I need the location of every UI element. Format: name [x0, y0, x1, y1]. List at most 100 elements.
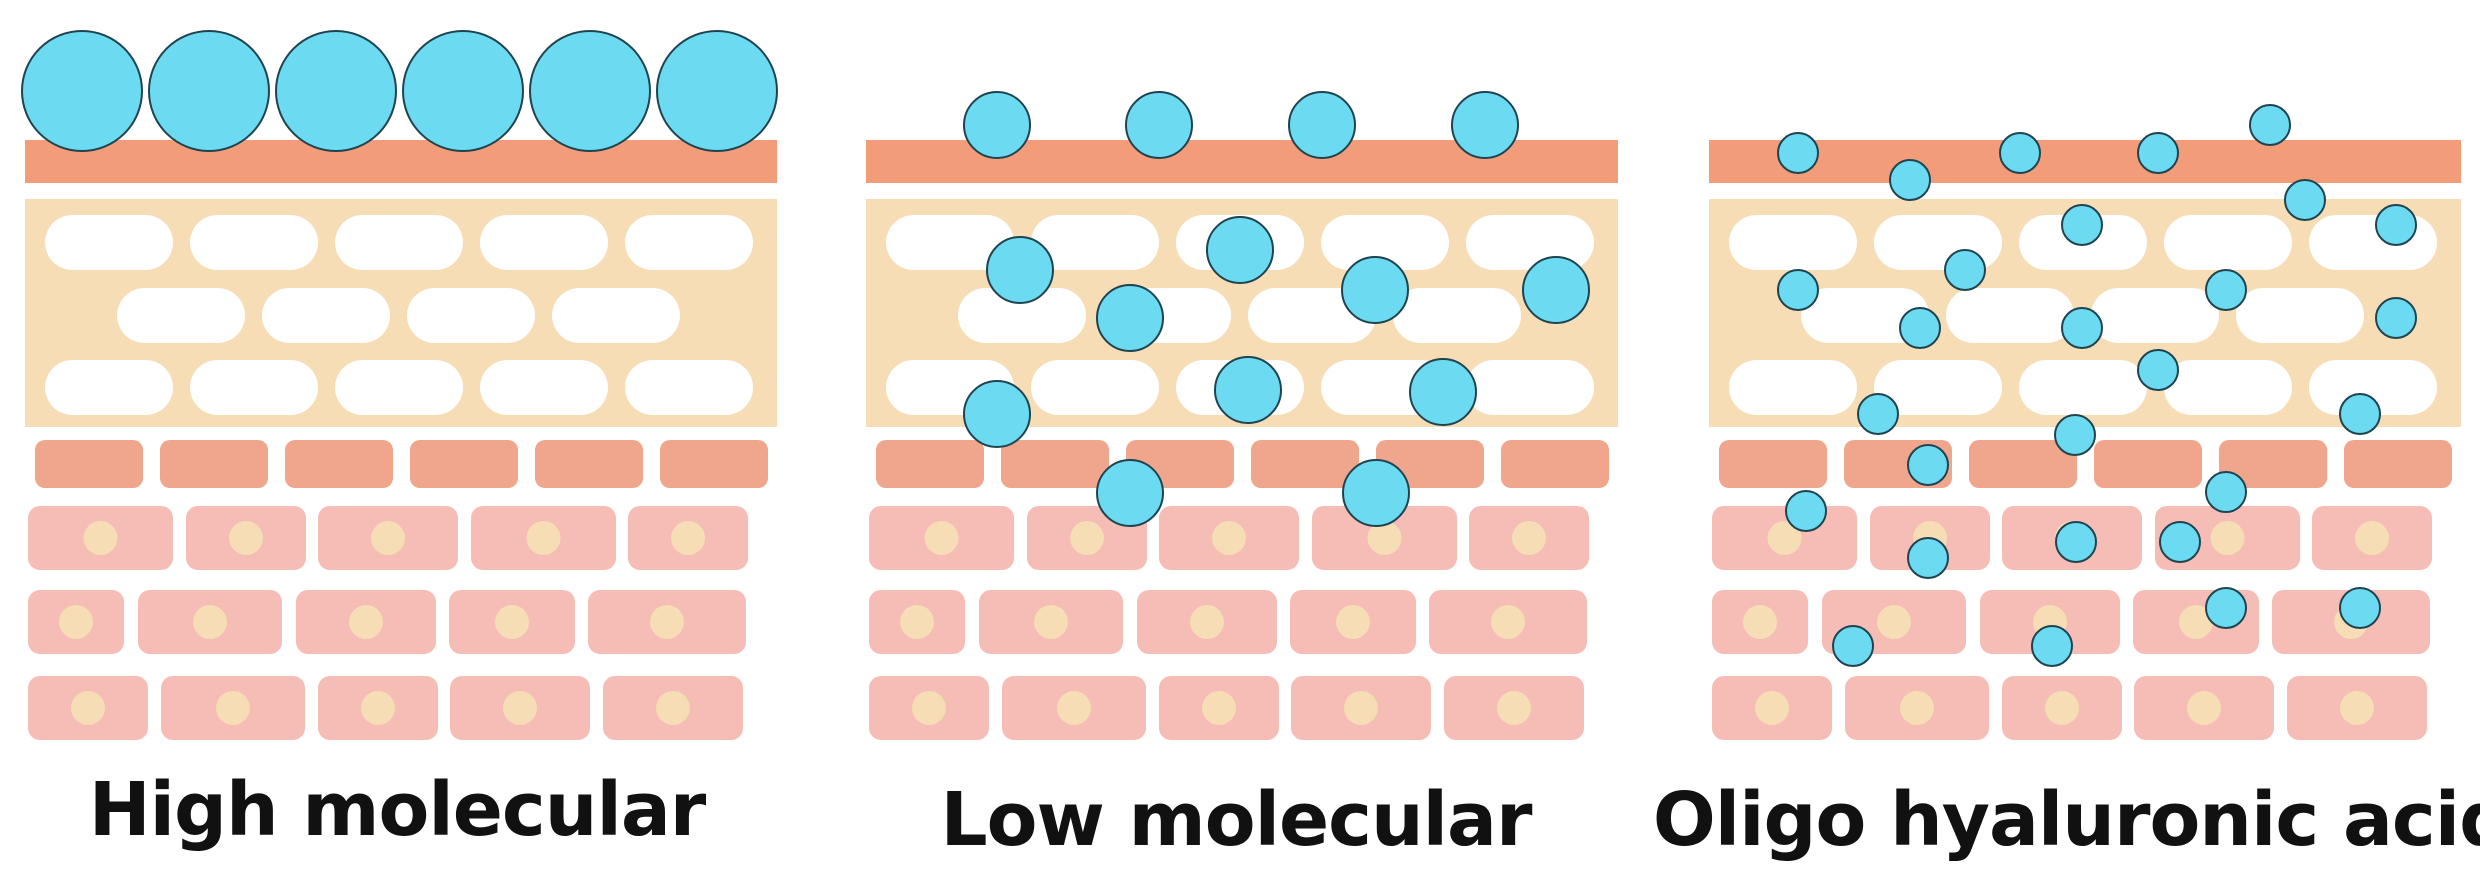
cell-nucleus	[526, 521, 561, 555]
lipid-cell	[117, 288, 245, 343]
cell-nucleus	[1755, 691, 1789, 725]
label-high-molecular: High molecular	[89, 767, 707, 853]
basal-cell	[535, 440, 643, 488]
cell-nucleus	[1491, 605, 1525, 639]
hyaluronic-molecule	[986, 236, 1054, 304]
lipid-cell	[625, 360, 753, 415]
lipid-cell	[1466, 215, 1594, 270]
lipid-cell	[190, 215, 318, 270]
hyaluronic-molecule	[1899, 307, 1941, 349]
stratum-corneum	[1709, 140, 2461, 183]
lipid-cell	[335, 215, 463, 270]
cell-nucleus	[1743, 605, 1777, 639]
lipid-cell	[1729, 360, 1857, 415]
hyaluronic-molecule	[1777, 269, 1819, 311]
cell-nucleus	[1344, 691, 1378, 725]
cell-nucleus	[83, 521, 118, 555]
lipid-cell	[407, 288, 535, 343]
lipid-cell	[1801, 288, 1929, 343]
panel-oligo-hyaluronic-acid	[1709, 104, 2461, 740]
cell-nucleus	[671, 521, 705, 555]
cell-nucleus	[59, 605, 93, 639]
cell-nucleus	[2187, 691, 2221, 725]
basal-cell	[2344, 440, 2452, 488]
cell-nucleus	[1034, 605, 1068, 639]
hyaluronic-molecule	[1522, 256, 1590, 324]
cell-nucleus	[361, 691, 395, 725]
basal-cell	[1251, 440, 1359, 488]
cell-nucleus	[1057, 691, 1091, 725]
hyaluronic-molecule	[2339, 587, 2381, 629]
hyaluronic-molecule	[1341, 256, 1409, 324]
cell-nucleus	[503, 691, 537, 725]
lipid-cell	[1321, 215, 1449, 270]
lipid-cell	[1729, 215, 1857, 270]
hyaluronic-molecule	[1342, 459, 1410, 527]
lipid-cell	[2236, 288, 2364, 343]
basal-cell	[35, 440, 143, 488]
hyaluronic-molecule	[2031, 625, 2073, 667]
lipid-cell	[2309, 215, 2437, 270]
hyaluronic-molecule	[1288, 91, 1356, 159]
hyaluronic-molecule	[1857, 393, 1899, 435]
lipid-cell	[1874, 360, 2002, 415]
lipid-cell	[45, 360, 173, 415]
cell-nucleus	[650, 605, 684, 639]
hyaluronic-molecule	[1832, 625, 1874, 667]
hyaluronic-molecule	[2137, 349, 2179, 391]
lipid-cell	[1946, 288, 2074, 343]
cell-nucleus	[2179, 605, 2213, 639]
cell-nucleus	[2355, 521, 2389, 555]
hyaluronic-molecule	[1907, 444, 1949, 486]
hyaluronic-molecule	[2159, 521, 2201, 563]
hyaluronic-molecule	[963, 91, 1031, 159]
hyaluronic-molecule	[2137, 132, 2179, 174]
hyaluronic-molecule	[1451, 91, 1519, 159]
lipid-cell	[2019, 360, 2147, 415]
cell-nucleus	[2210, 521, 2245, 555]
panel-low-molecular	[866, 91, 1618, 740]
basal-cell	[2094, 440, 2202, 488]
label-oligo-hyaluronic-acid: Oligo hyaluronic acid	[1653, 777, 2480, 863]
basal-cell	[160, 440, 268, 488]
lipid-cell	[552, 288, 680, 343]
hyaluronic-molecule	[1409, 358, 1477, 426]
hyaluronic-molecule	[1999, 132, 2041, 174]
cell-nucleus	[349, 605, 383, 639]
cell-nucleus	[216, 691, 250, 725]
hyaluronic-molecule	[529, 30, 651, 152]
cell-nucleus	[1367, 521, 1402, 555]
stratum-corneum	[25, 140, 777, 183]
hyaluronic-molecule	[2375, 297, 2417, 339]
cell-nucleus	[1900, 691, 1934, 725]
cell-nucleus	[900, 605, 934, 639]
lipid-cell	[2164, 215, 2292, 270]
basal-cell	[1969, 440, 2077, 488]
hyaluronic-molecule	[1125, 91, 1193, 159]
cell-nucleus	[912, 691, 946, 725]
cell-nucleus	[495, 605, 529, 639]
hyaluronic-molecule	[1944, 249, 1986, 291]
basal-cell	[1001, 440, 1109, 488]
hyaluronic-molecule	[2054, 414, 2096, 456]
hyaluronic-molecule	[1206, 216, 1274, 284]
cell-nucleus	[1877, 605, 1911, 639]
lipid-cell	[2164, 360, 2292, 415]
hyaluronic-molecule	[2249, 104, 2291, 146]
hyaluronic-molecule	[21, 30, 143, 152]
hyaluronic-molecule	[1785, 490, 1827, 532]
lipid-cell	[1393, 288, 1521, 343]
hyaluronic-molecule	[963, 380, 1031, 448]
cell-nucleus	[1767, 521, 1802, 555]
hyaluronic-molecule	[1777, 132, 1819, 174]
cell-nucleus	[2340, 691, 2374, 725]
lipid-cell	[262, 288, 390, 343]
cell-nucleus	[229, 521, 263, 555]
cell-nucleus	[1336, 605, 1370, 639]
cell-nucleus	[924, 521, 959, 555]
cell-nucleus	[1497, 691, 1531, 725]
lipid-cell	[2309, 360, 2437, 415]
cell-nucleus	[1070, 521, 1104, 555]
lipid-cell	[45, 215, 173, 270]
